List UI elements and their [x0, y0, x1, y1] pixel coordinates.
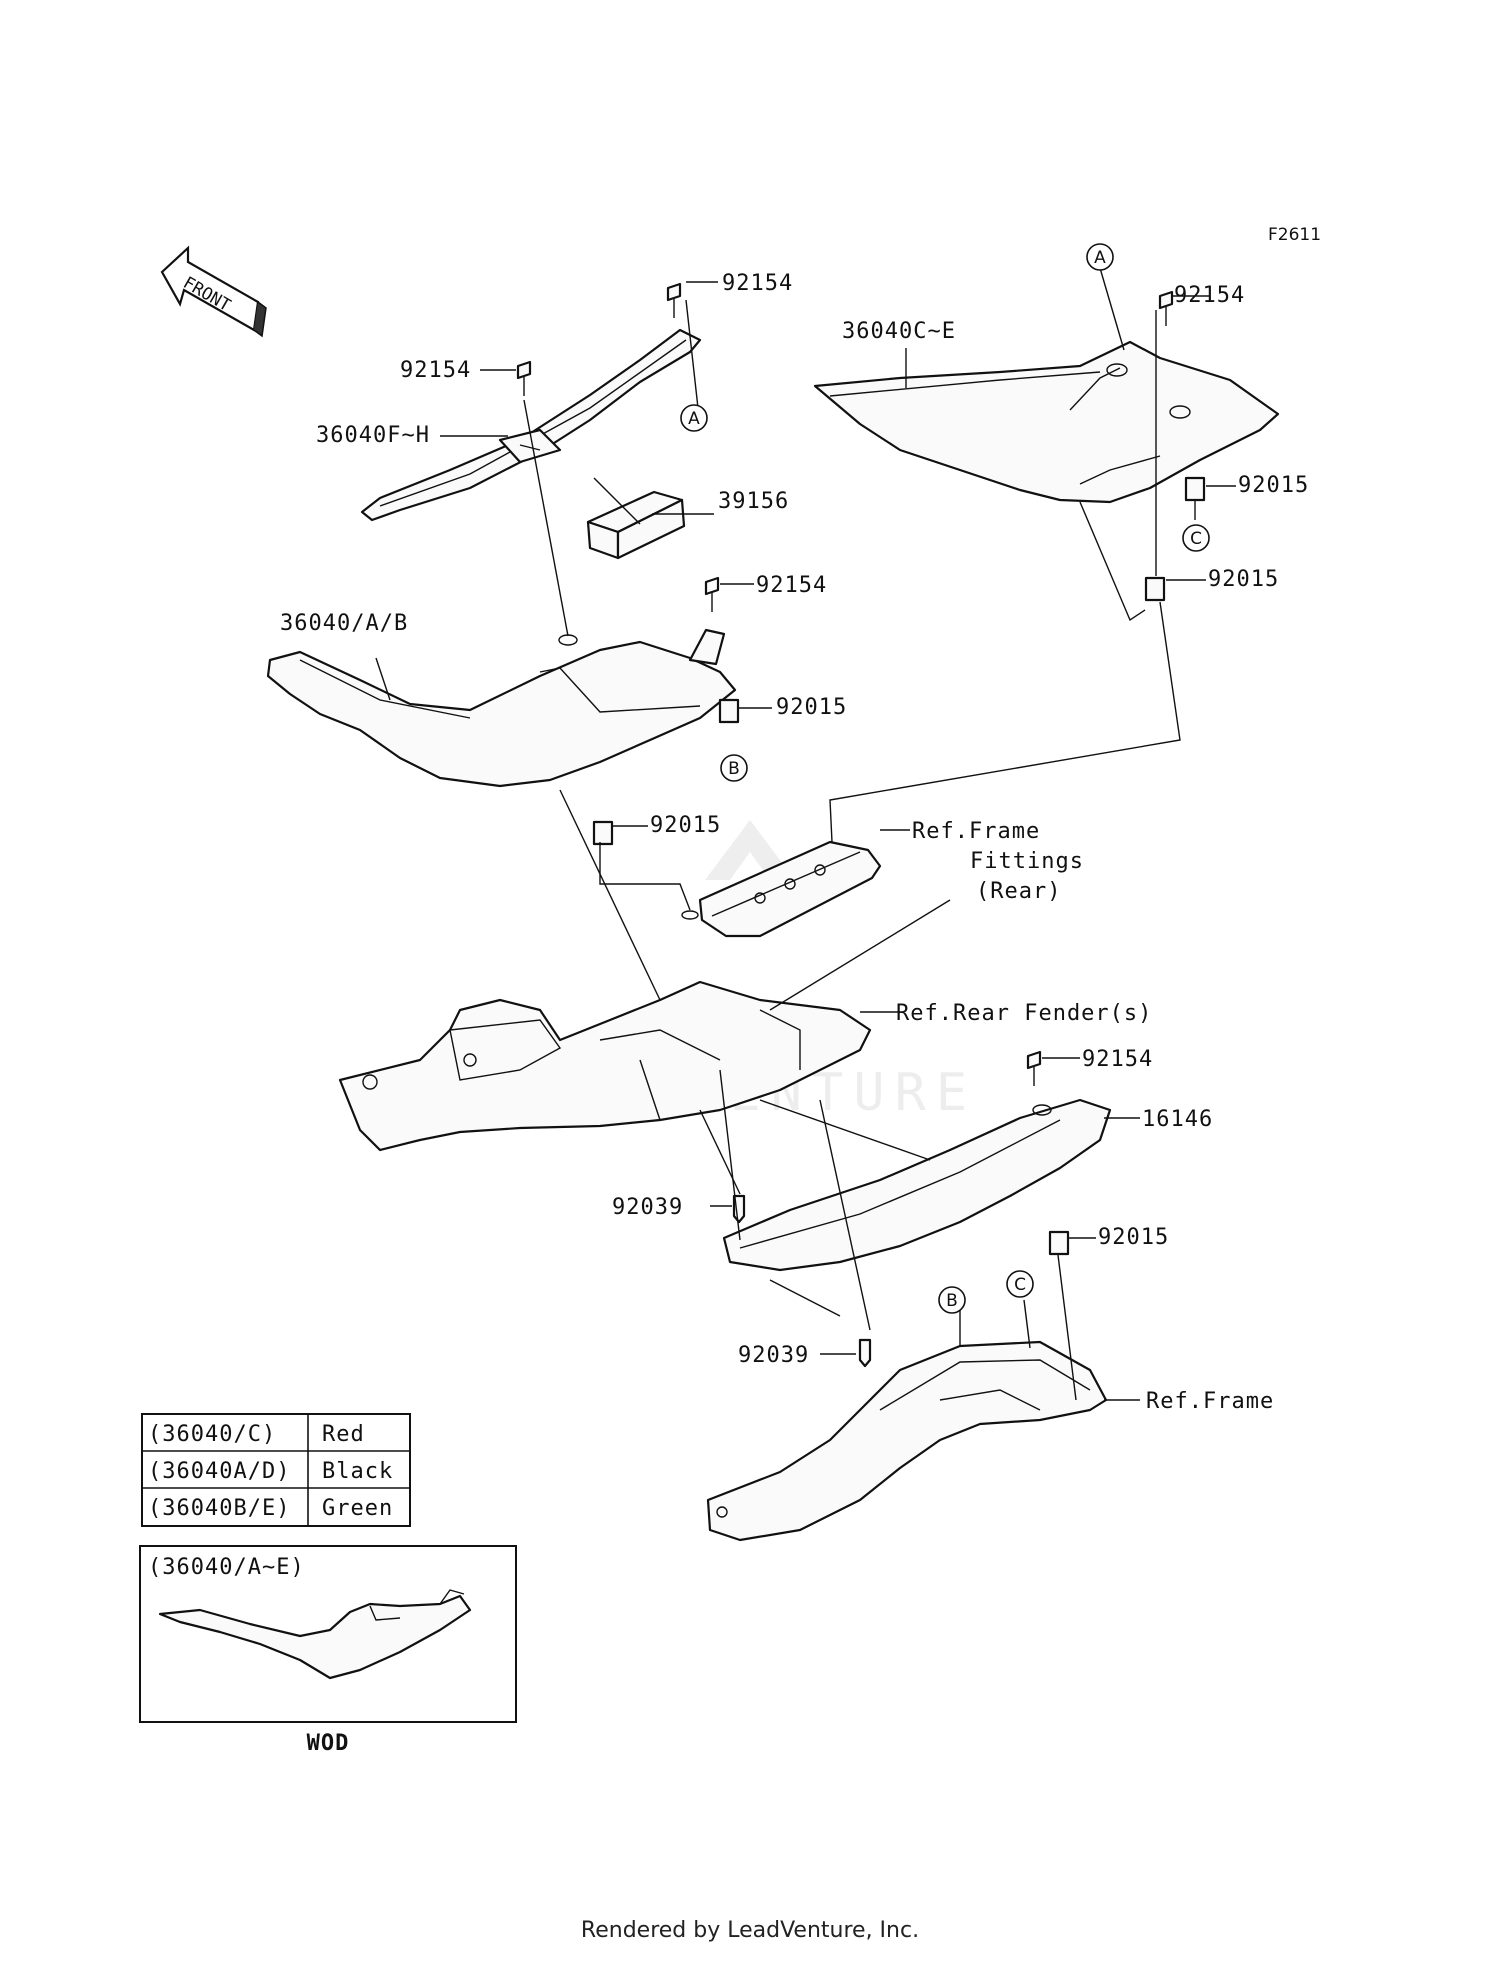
label-36040C-E: 36040C~E	[842, 319, 956, 344]
label-92015-left: 92015	[650, 813, 721, 838]
ref-rear-fender	[338, 980, 872, 1152]
label-ref-frame-fittings-line2: Fittings	[970, 849, 1084, 874]
svg-text:B: B	[728, 759, 740, 779]
part-labels: 92154 92154 92154 92154 92154 36040F~H 3…	[280, 271, 1309, 1414]
fastener-92015	[592, 476, 1206, 1256]
label-92039-lower: 92039	[738, 1343, 809, 1368]
leader-lines	[375, 267, 1236, 1401]
label-16146: 16146	[1142, 1107, 1213, 1132]
fastener-92154	[516, 282, 1174, 1086]
label-39156: 39156	[718, 489, 789, 514]
svg-text:B: B	[946, 1291, 958, 1311]
label-36040F-H: 36040F~H	[316, 423, 430, 448]
label-92015-middle: 92015	[776, 695, 847, 720]
part-16146	[722, 1098, 1112, 1272]
callout-a-left: A	[680, 404, 708, 432]
callout-b-upper: B	[720, 754, 748, 782]
label-92154-right: 92154	[1174, 283, 1245, 308]
label-92154-middle: 92154	[756, 573, 827, 598]
color-code-row-3: (36040B/E)	[148, 1496, 290, 1521]
label-92015-lower: 92015	[1098, 1225, 1169, 1250]
callout-b-lower: B	[938, 1286, 966, 1314]
inset-caption: WOD	[307, 1731, 350, 1756]
callout-c-lower: C	[1006, 1270, 1034, 1298]
inset-box: (36040/A~E) WOD	[139, 1545, 517, 1756]
svg-text:C: C	[1014, 1275, 1026, 1295]
svg-text:A: A	[688, 409, 700, 429]
label-92154-lower: 92154	[1082, 1047, 1153, 1072]
callout-c-upper: C	[1182, 524, 1210, 552]
label-36040-A-B: 36040/A/B	[280, 611, 408, 636]
part-36040F-H	[360, 328, 702, 522]
front-arrow-icon: FRONT	[160, 245, 267, 338]
label-92154-top: 92154	[722, 271, 793, 296]
label-ref-rear-fender: Ref.Rear Fender(s)	[896, 1001, 1152, 1026]
label-92154-left: 92154	[400, 358, 471, 383]
inset-title: (36040/A~E)	[148, 1555, 305, 1580]
color-table: (36040/C) Red (36040A/D) Black (36040B/E…	[141, 1413, 411, 1527]
svg-text:C: C	[1190, 529, 1202, 549]
footer-credit: Rendered by LeadVenture, Inc.	[580, 1918, 920, 1943]
label-ref-frame-fittings-line3: (Rear)	[976, 879, 1061, 904]
callout-a-right: A	[1086, 243, 1114, 271]
color-name-row-3: Green	[322, 1496, 393, 1521]
part-36040-A-B	[266, 628, 737, 788]
ref-frame	[706, 1340, 1108, 1542]
label-92015-upper-right: 92015	[1238, 473, 1309, 498]
callout-markers: A A B B C C	[680, 243, 1210, 1314]
color-code-row-1: (36040/C)	[148, 1422, 276, 1447]
label-ref-frame-fittings-line1: Ref.Frame	[912, 819, 1040, 844]
svg-text:A: A	[1094, 248, 1106, 268]
label-92015-right: 92015	[1208, 567, 1279, 592]
label-ref-frame: Ref.Frame	[1146, 1389, 1274, 1414]
part-39156	[586, 490, 686, 560]
part-36040C-E	[813, 340, 1280, 504]
color-name-row-2: Black	[322, 1459, 393, 1484]
figure-id: F2611	[1268, 225, 1321, 245]
color-code-row-2: (36040A/D)	[148, 1459, 290, 1484]
label-92039-upper: 92039	[612, 1195, 683, 1220]
color-name-row-1: Red	[322, 1422, 365, 1447]
ref-frame-fittings-rear	[681, 840, 882, 938]
